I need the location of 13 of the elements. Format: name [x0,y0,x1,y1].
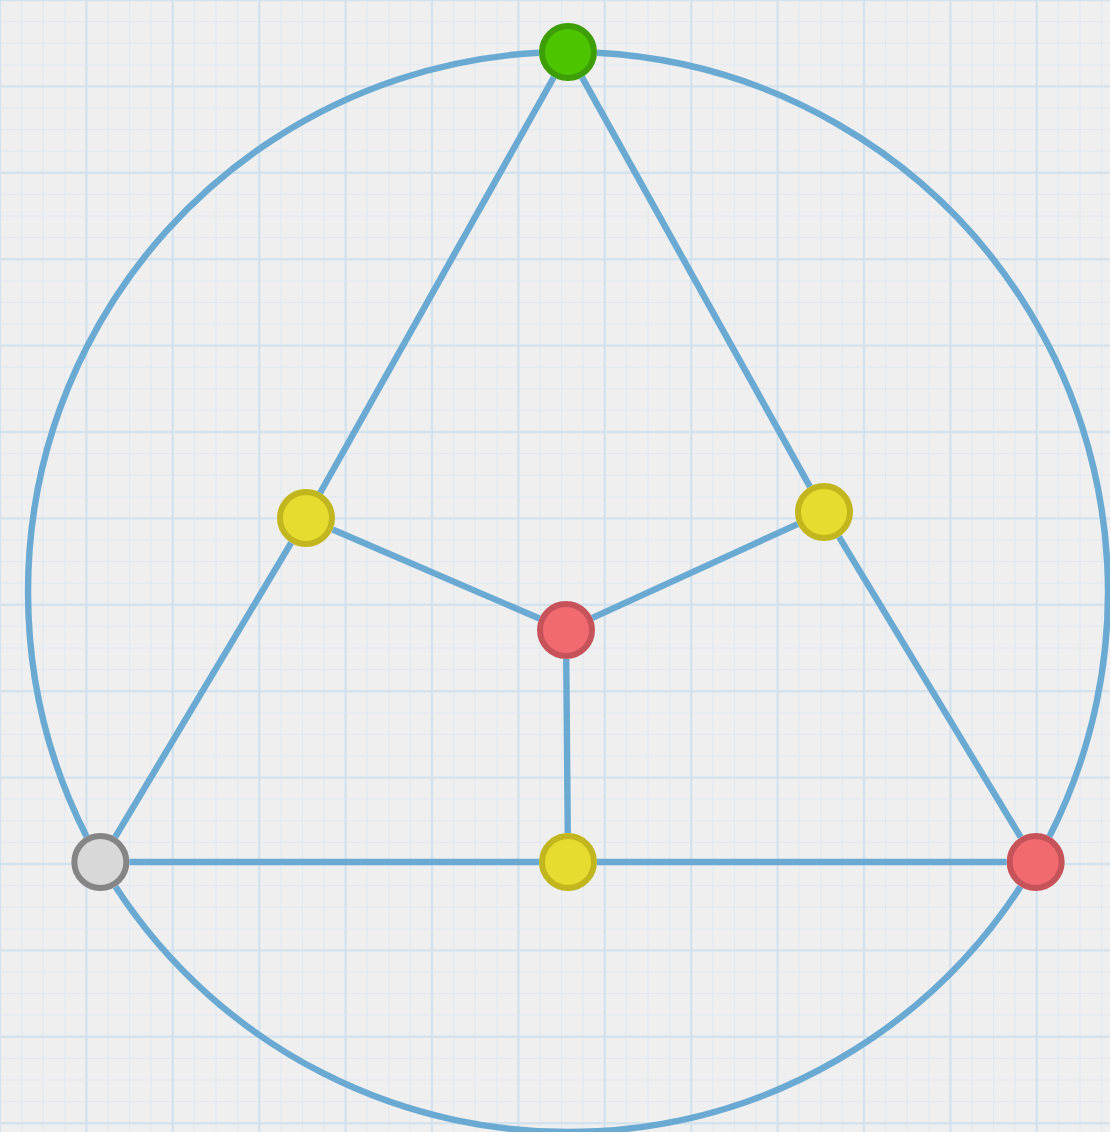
graph-vertex [1006,833,1065,891]
graph-edge [579,75,813,489]
graph-edge [331,526,541,622]
graph-edge [563,658,571,833]
graph-edge [112,541,294,839]
graph-edge [129,858,539,866]
graph-edge [317,75,557,495]
graph-edge [112,884,1024,1132]
graph-edge [836,535,1024,839]
graph-edge [591,521,799,621]
graph-edge [25,49,540,838]
graph-edge [596,49,1110,838]
graph-edge [597,858,1007,866]
